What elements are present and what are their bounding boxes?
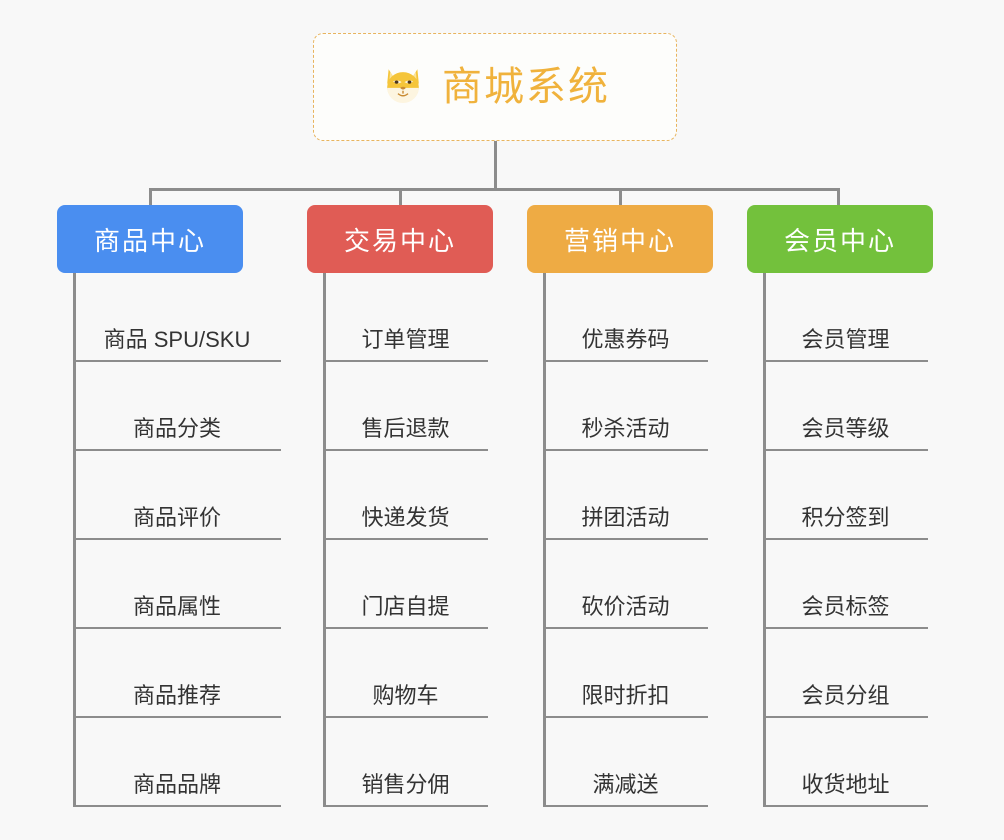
leaf-item[interactable]: 满减送 bbox=[543, 718, 708, 807]
leaf-item-label: 快递发货 bbox=[361, 504, 450, 530]
leaf-item[interactable]: 快递发货 bbox=[323, 451, 488, 540]
leaf-item-label: 售后退款 bbox=[361, 415, 450, 441]
leaf-item-label: 满减送 bbox=[592, 771, 659, 797]
leaf-item-label: 会员等级 bbox=[801, 415, 890, 441]
leaf-item[interactable]: 会员分组 bbox=[763, 629, 928, 718]
category-label: 营销中心 bbox=[563, 225, 676, 256]
leaf-item[interactable]: 砍价活动 bbox=[543, 540, 708, 629]
column-spine bbox=[73, 273, 76, 807]
leaf-item[interactable]: 商品分类 bbox=[73, 362, 281, 451]
leaf-item-label: 购物车 bbox=[372, 682, 439, 708]
leaf-item[interactable]: 会员管理 bbox=[763, 273, 928, 362]
leaf-item-label: 商品品牌 bbox=[132, 771, 221, 797]
category-box-trade-center[interactable]: 交易中心 bbox=[307, 205, 493, 273]
leaf-column-trade-center: 订单管理售后退款快递发货门店自提购物车销售分佣 bbox=[323, 273, 488, 807]
leaf-item-label: 商品 SPU/SKU bbox=[103, 326, 251, 352]
leaf-item[interactable]: 商品品牌 bbox=[73, 718, 281, 807]
leaf-item-label: 优惠券码 bbox=[581, 326, 670, 352]
root-node-shop-system[interactable]: 商城系统 bbox=[313, 33, 677, 141]
leaf-item-label: 秒杀活动 bbox=[581, 415, 670, 441]
connector-drop-marketing-center bbox=[619, 188, 622, 207]
leaf-item-label: 会员分组 bbox=[801, 682, 890, 708]
leaf-item-label: 商品推荐 bbox=[132, 682, 221, 708]
leaf-item-label: 收货地址 bbox=[801, 771, 890, 797]
connector-drop-trade-center bbox=[399, 188, 402, 207]
category-box-marketing-center[interactable]: 营销中心 bbox=[527, 205, 713, 273]
leaf-item[interactable]: 会员标签 bbox=[763, 540, 928, 629]
leaf-item-label: 会员标签 bbox=[801, 593, 890, 619]
leaf-item-label: 商品属性 bbox=[132, 593, 221, 619]
leaf-item-label: 商品评价 bbox=[132, 504, 221, 530]
column-spine bbox=[763, 273, 766, 807]
root-node-label: 商城系统 bbox=[442, 65, 610, 109]
category-label: 交易中心 bbox=[343, 225, 456, 256]
column-spine bbox=[323, 273, 326, 807]
leaf-item[interactable]: 门店自提 bbox=[323, 540, 488, 629]
leaf-item-label: 会员管理 bbox=[801, 326, 890, 352]
category-label: 会员中心 bbox=[783, 225, 896, 256]
leaf-item[interactable]: 订单管理 bbox=[323, 273, 488, 362]
leaf-item-label: 商品分类 bbox=[132, 415, 221, 441]
leaf-item[interactable]: 收货地址 bbox=[763, 718, 928, 807]
leaf-item-label: 订单管理 bbox=[361, 326, 450, 352]
leaf-item-label: 门店自提 bbox=[361, 593, 450, 619]
leaf-item-label: 拼团活动 bbox=[581, 504, 670, 530]
connector-drop-member-center bbox=[837, 188, 840, 207]
category-box-product-center[interactable]: 商品中心 bbox=[57, 205, 243, 273]
leaf-column-product-center: 商品 SPU/SKU 商品分类商品评价商品属性商品推荐商品品牌 bbox=[73, 273, 281, 807]
leaf-item[interactable]: 商品 SPU/SKU bbox=[73, 273, 281, 362]
leaf-item[interactable]: 限时折扣 bbox=[543, 629, 708, 718]
shiba-dog-face-icon bbox=[380, 62, 426, 113]
leaf-item-label: 积分签到 bbox=[801, 504, 890, 530]
leaf-item[interactable]: 秒杀活动 bbox=[543, 362, 708, 451]
category-label: 商品中心 bbox=[93, 225, 206, 256]
leaf-item[interactable]: 购物车 bbox=[323, 629, 488, 718]
leaf-item-label: 砍价活动 bbox=[581, 593, 670, 619]
leaf-item-label: 销售分佣 bbox=[361, 771, 450, 797]
leaf-item-label: 限时折扣 bbox=[581, 682, 670, 708]
leaf-item[interactable]: 售后退款 bbox=[323, 362, 488, 451]
leaf-item[interactable]: 商品评价 bbox=[73, 451, 281, 540]
connector-drop-product-center bbox=[149, 188, 152, 207]
leaf-item[interactable]: 销售分佣 bbox=[323, 718, 488, 807]
leaf-item[interactable]: 积分签到 bbox=[763, 451, 928, 540]
leaf-item[interactable]: 拼团活动 bbox=[543, 451, 708, 540]
leaf-column-marketing-center: 优惠券码秒杀活动拼团活动砍价活动限时折扣满减送 bbox=[543, 273, 708, 807]
column-spine bbox=[543, 273, 546, 807]
leaf-item[interactable]: 商品推荐 bbox=[73, 629, 281, 718]
connector-horizontal-bus bbox=[150, 188, 839, 191]
category-box-member-center[interactable]: 会员中心 bbox=[747, 205, 933, 273]
leaf-column-member-center: 会员管理会员等级积分签到会员标签会员分组收货地址 bbox=[763, 273, 928, 807]
leaf-item[interactable]: 优惠券码 bbox=[543, 273, 708, 362]
connector-root-stem bbox=[494, 141, 497, 191]
leaf-item[interactable]: 商品属性 bbox=[73, 540, 281, 629]
leaf-item[interactable]: 会员等级 bbox=[763, 362, 928, 451]
